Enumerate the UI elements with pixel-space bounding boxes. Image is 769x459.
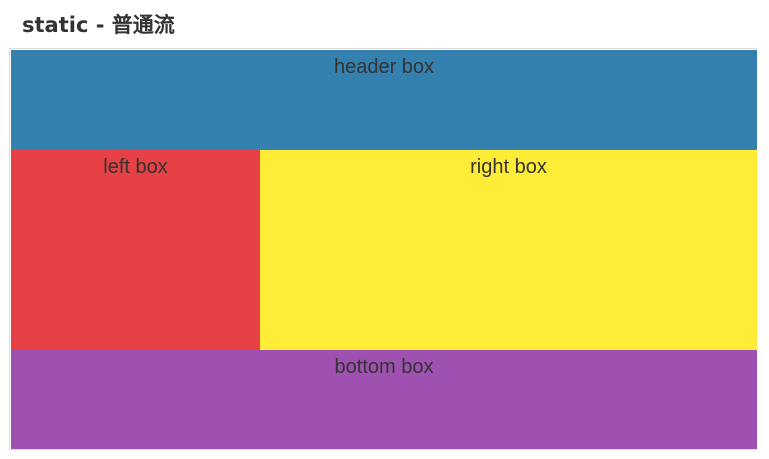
header-box-label: header box	[333, 56, 435, 78]
right-box: right box	[260, 150, 757, 350]
bottom-box-label: bottom box	[334, 356, 434, 378]
bottom-box: bottom box	[11, 350, 757, 449]
layout-container: header box left box right box bottom box	[9, 48, 757, 450]
page-title: static - 普通流	[22, 13, 175, 37]
left-box-label: left box	[103, 156, 168, 178]
left-box: left box	[11, 150, 260, 350]
header-box: header box	[11, 50, 757, 150]
right-box-label: right box	[470, 156, 547, 178]
